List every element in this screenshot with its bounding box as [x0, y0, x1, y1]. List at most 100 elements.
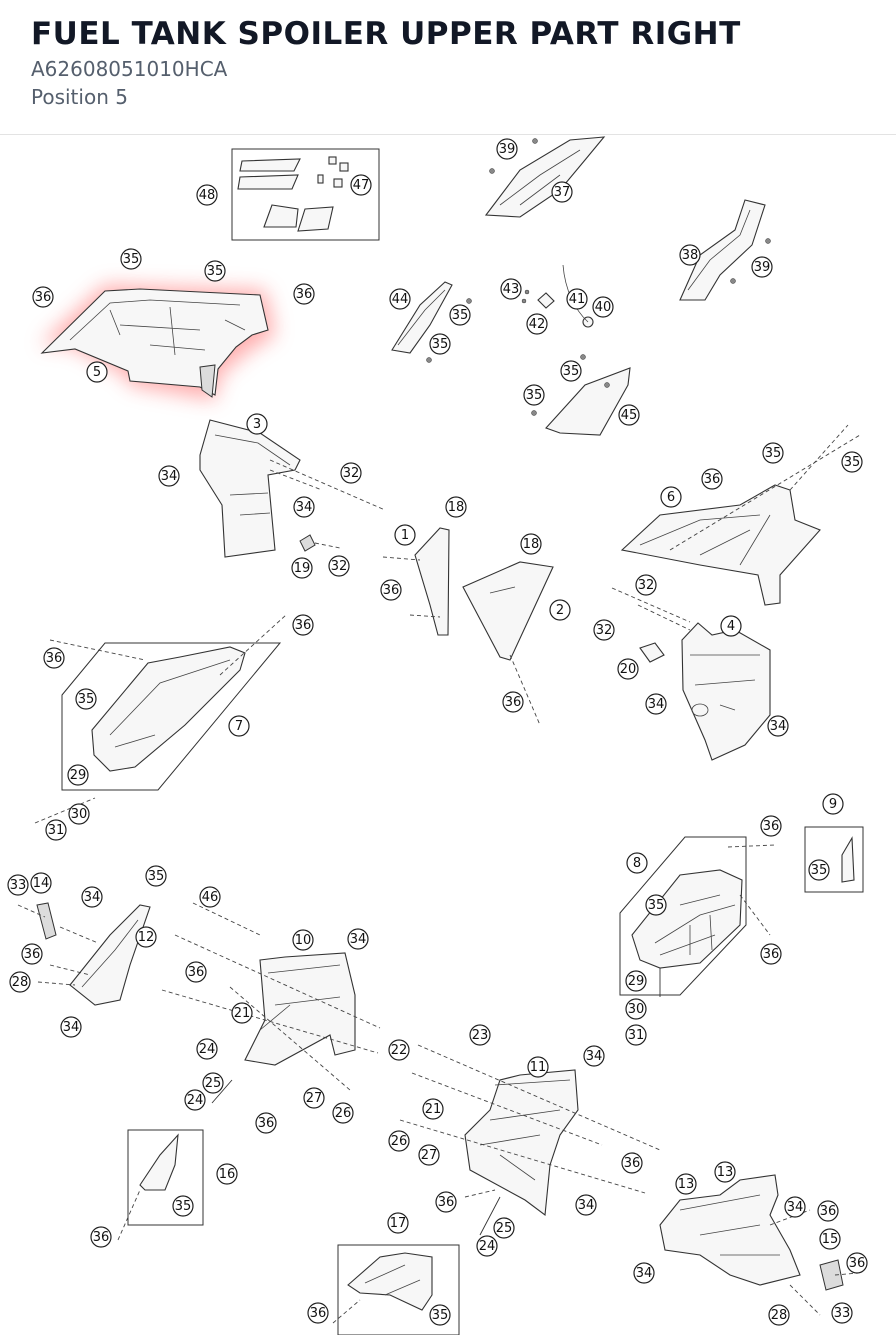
callout-5[interactable]: 5: [86, 361, 108, 383]
callout-21[interactable]: 21: [422, 1098, 444, 1120]
callout-23[interactable]: 23: [469, 1024, 491, 1046]
callout-36[interactable]: 36: [817, 1200, 839, 1222]
callout-39[interactable]: 39: [751, 256, 773, 278]
callout-34[interactable]: 34: [60, 1016, 82, 1038]
callout-7[interactable]: 7: [228, 715, 250, 737]
callout-36[interactable]: 36: [760, 815, 782, 837]
callout-35[interactable]: 35: [429, 1304, 451, 1326]
callout-34[interactable]: 34: [81, 886, 103, 908]
callout-22[interactable]: 22: [388, 1039, 410, 1061]
part-10[interactable]: [161, 902, 381, 1104]
callout-18[interactable]: 18: [445, 496, 467, 518]
part-9-box[interactable]: [804, 826, 864, 893]
callout-35[interactable]: 35: [429, 333, 451, 355]
callout-14[interactable]: 14: [30, 872, 52, 894]
callout-33[interactable]: 33: [831, 1302, 853, 1324]
callout-32[interactable]: 32: [340, 462, 362, 484]
callout-41[interactable]: 41: [566, 288, 588, 310]
callout-35[interactable]: 35: [172, 1195, 194, 1217]
callout-18[interactable]: 18: [520, 533, 542, 555]
callout-35[interactable]: 35: [762, 442, 784, 464]
callout-39[interactable]: 39: [496, 138, 518, 160]
part-13[interactable]: [659, 1174, 859, 1316]
callout-32[interactable]: 32: [593, 619, 615, 641]
callout-33[interactable]: 33: [7, 874, 29, 896]
callout-38[interactable]: 38: [679, 244, 701, 266]
callout-6[interactable]: 6: [660, 486, 682, 508]
callout-35[interactable]: 35: [560, 360, 582, 382]
callout-16[interactable]: 16: [216, 1163, 238, 1185]
callout-31[interactable]: 31: [45, 819, 67, 841]
part-11[interactable]: [399, 1044, 661, 1236]
callout-34[interactable]: 34: [347, 928, 369, 950]
callout-48[interactable]: 48: [196, 184, 218, 206]
callout-36[interactable]: 36: [255, 1112, 277, 1134]
callout-12[interactable]: 12: [135, 926, 157, 948]
part-6[interactable]: [620, 424, 861, 606]
callout-24[interactable]: 24: [476, 1235, 498, 1257]
callout-34[interactable]: 34: [633, 1262, 655, 1284]
callout-37[interactable]: 37: [551, 181, 573, 203]
part-8-box[interactable]: [619, 836, 776, 997]
callout-25[interactable]: 25: [202, 1072, 224, 1094]
callout-27[interactable]: 27: [418, 1144, 440, 1166]
callout-42[interactable]: 42: [526, 313, 548, 335]
callout-27[interactable]: 27: [303, 1087, 325, 1109]
callout-44[interactable]: 44: [389, 288, 411, 310]
callout-43[interactable]: 43: [500, 278, 522, 300]
part-38[interactable]: [679, 199, 771, 301]
callout-1[interactable]: 1: [394, 524, 416, 546]
callout-31[interactable]: 31: [625, 1024, 647, 1046]
callout-35[interactable]: 35: [75, 688, 97, 710]
callout-34[interactable]: 34: [158, 465, 180, 487]
callout-24[interactable]: 24: [184, 1089, 206, 1111]
callout-45[interactable]: 45: [618, 404, 640, 426]
callout-32[interactable]: 32: [328, 555, 350, 577]
callout-34[interactable]: 34: [583, 1045, 605, 1067]
callout-36[interactable]: 36: [846, 1252, 868, 1274]
callout-35[interactable]: 35: [808, 859, 830, 881]
part-4[interactable]: [611, 587, 771, 761]
callout-40[interactable]: 40: [592, 296, 614, 318]
part-45[interactable]: [531, 354, 631, 436]
callout-2[interactable]: 2: [549, 599, 571, 621]
callout-35[interactable]: 35: [841, 451, 863, 473]
part-16-box[interactable]: [117, 1129, 204, 1241]
callout-36[interactable]: 36: [621, 1152, 643, 1174]
callout-36[interactable]: 36: [435, 1191, 457, 1213]
callout-36[interactable]: 36: [185, 961, 207, 983]
callout-29[interactable]: 29: [625, 970, 647, 992]
callout-26[interactable]: 26: [388, 1130, 410, 1152]
callout-34[interactable]: 34: [645, 693, 667, 715]
callout-36[interactable]: 36: [502, 691, 524, 713]
callout-35[interactable]: 35: [523, 384, 545, 406]
callout-34[interactable]: 34: [575, 1194, 597, 1216]
callout-30[interactable]: 30: [625, 998, 647, 1020]
callout-28[interactable]: 28: [768, 1304, 790, 1326]
callout-10[interactable]: 10: [292, 929, 314, 951]
callout-35[interactable]: 35: [449, 304, 471, 326]
part-1[interactable]: [382, 527, 450, 636]
callout-36[interactable]: 36: [293, 283, 315, 305]
callout-13[interactable]: 13: [714, 1161, 736, 1183]
callout-36[interactable]: 36: [307, 1302, 329, 1324]
callout-36[interactable]: 36: [21, 943, 43, 965]
part-7-box[interactable]: [34, 614, 287, 824]
callout-29[interactable]: 29: [67, 764, 89, 786]
callout-46[interactable]: 46: [199, 886, 221, 908]
callout-36[interactable]: 36: [380, 579, 402, 601]
part-2[interactable]: [462, 561, 554, 726]
callout-35[interactable]: 35: [145, 865, 167, 887]
callout-36[interactable]: 36: [90, 1226, 112, 1248]
callout-8[interactable]: 8: [626, 852, 648, 874]
callout-19[interactable]: 19: [291, 557, 313, 579]
part-5-spoiler-upper-right[interactable]: [40, 288, 269, 398]
callout-32[interactable]: 32: [635, 574, 657, 596]
callout-25[interactable]: 25: [493, 1217, 515, 1239]
callout-9[interactable]: 9: [822, 793, 844, 815]
callout-4[interactable]: 4: [720, 615, 742, 637]
callout-35[interactable]: 35: [120, 248, 142, 270]
callout-20[interactable]: 20: [617, 658, 639, 680]
callout-11[interactable]: 11: [527, 1056, 549, 1078]
callout-28[interactable]: 28: [9, 971, 31, 993]
